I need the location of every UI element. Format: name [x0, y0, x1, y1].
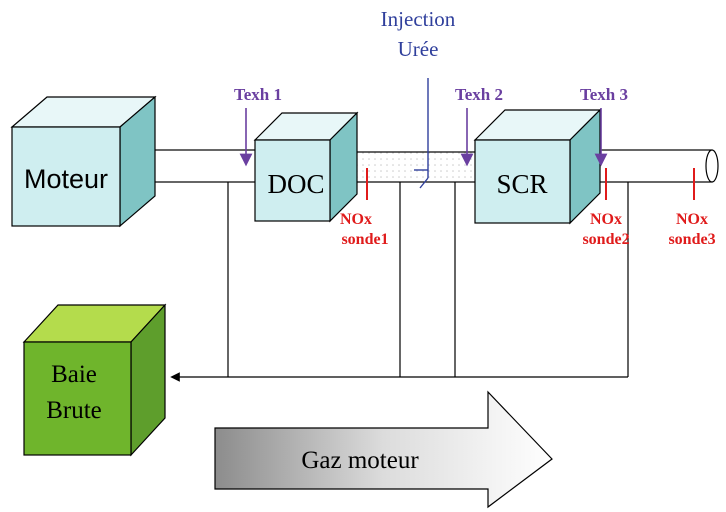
doc-label: DOC	[267, 169, 324, 199]
moteur-label: Moteur	[24, 164, 108, 194]
doc-box	[253, 111, 359, 223]
moteur-box	[10, 95, 157, 228]
nox-sonde1-label-line1: NOx	[340, 211, 372, 228]
pipe-doc-scr	[339, 151, 481, 183]
nox-sonde2-label-line1: NOx	[590, 211, 622, 228]
pipe-scr-out	[587, 149, 719, 183]
scr-label: SCR	[496, 169, 547, 199]
baie-label-line2: Brute	[46, 397, 102, 424]
nox-sonde3-label-line1: NOx	[676, 211, 708, 228]
gas-flow-label: Gaz moteur	[301, 447, 419, 474]
sampling-lines	[170, 182, 629, 382]
injection-label-line1: Injection	[381, 7, 456, 31]
baie-brute-box	[22, 303, 167, 457]
texh2-label: Texh 2	[455, 85, 503, 104]
injection-label-line2: Urée	[398, 37, 439, 61]
scr-box	[473, 108, 602, 225]
nox-sonde1-label-line2: sonde1	[341, 231, 388, 248]
texh3-label: Texh 3	[580, 85, 628, 104]
gas-flow-arrow	[214, 390, 553, 509]
baie-label-line1: Baie	[51, 361, 97, 388]
injection-marker	[414, 78, 429, 189]
nox-sonde2-label-line2: sonde2	[582, 231, 629, 248]
texh1-label: Texh 1	[234, 85, 282, 104]
nox-sonde3-label-line2: sonde3	[668, 231, 715, 248]
pipe-moteur-doc	[149, 149, 261, 183]
